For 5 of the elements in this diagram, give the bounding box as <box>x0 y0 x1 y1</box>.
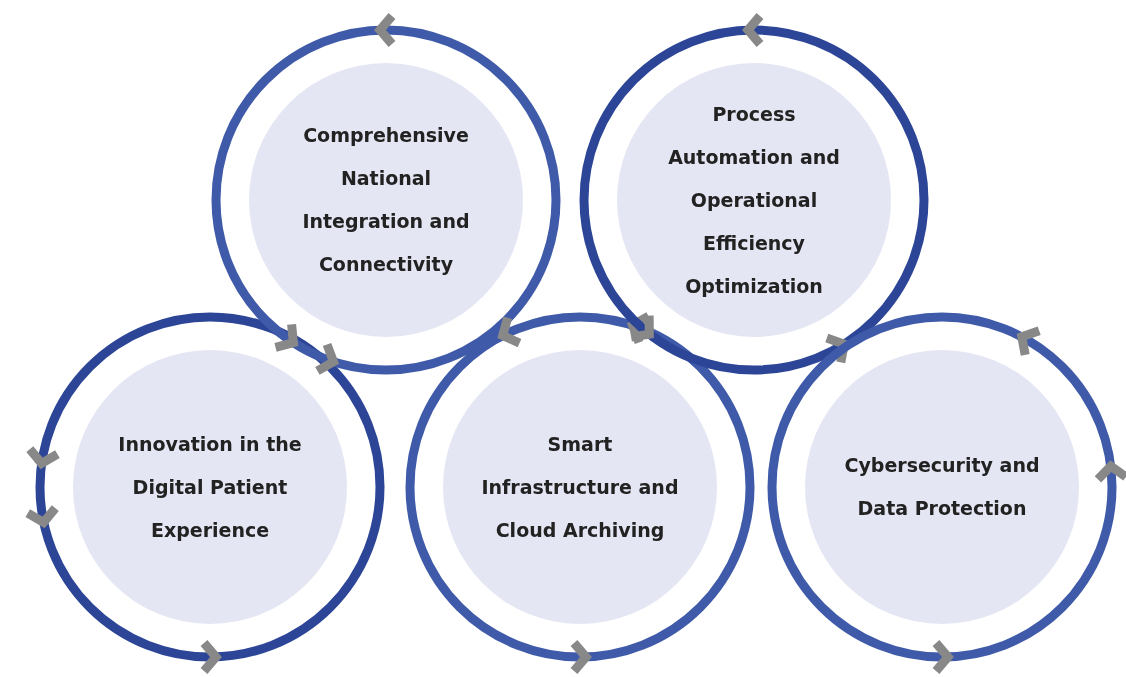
topic-title: Smart Infrastructure and Cloud Archiving <box>480 431 680 543</box>
topic-title: Cybersecurity and Data Protection <box>843 453 1041 521</box>
topic-title: Process Automation and Operational Efficiency Optimization <box>667 101 841 299</box>
topic-title: Comprehensive National Integration and Connectivity <box>301 123 471 277</box>
topic-title: Innovation in the Digital Patient Experience <box>117 431 303 543</box>
